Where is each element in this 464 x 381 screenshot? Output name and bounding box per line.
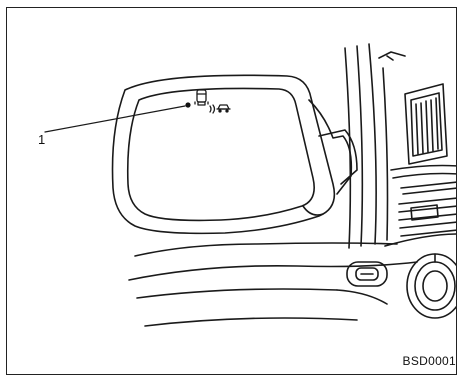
blind-spot-indicator-icon [195, 90, 230, 113]
mirror-illustration [7, 8, 457, 375]
air-vent-upper [405, 84, 447, 164]
door-panel [129, 243, 417, 326]
blind-spot-indicator-light [185, 102, 190, 107]
control-knob [407, 254, 457, 318]
dashboard-panel [391, 166, 457, 171]
callout-number: 1 [38, 132, 45, 147]
side-mirror-glass [128, 88, 314, 220]
side-mirror-housing [113, 75, 335, 233]
air-vent-lower [399, 182, 457, 236]
illustration-frame: 1 BSD0001 [6, 7, 457, 375]
figure-code: BSD0001 [403, 354, 456, 368]
